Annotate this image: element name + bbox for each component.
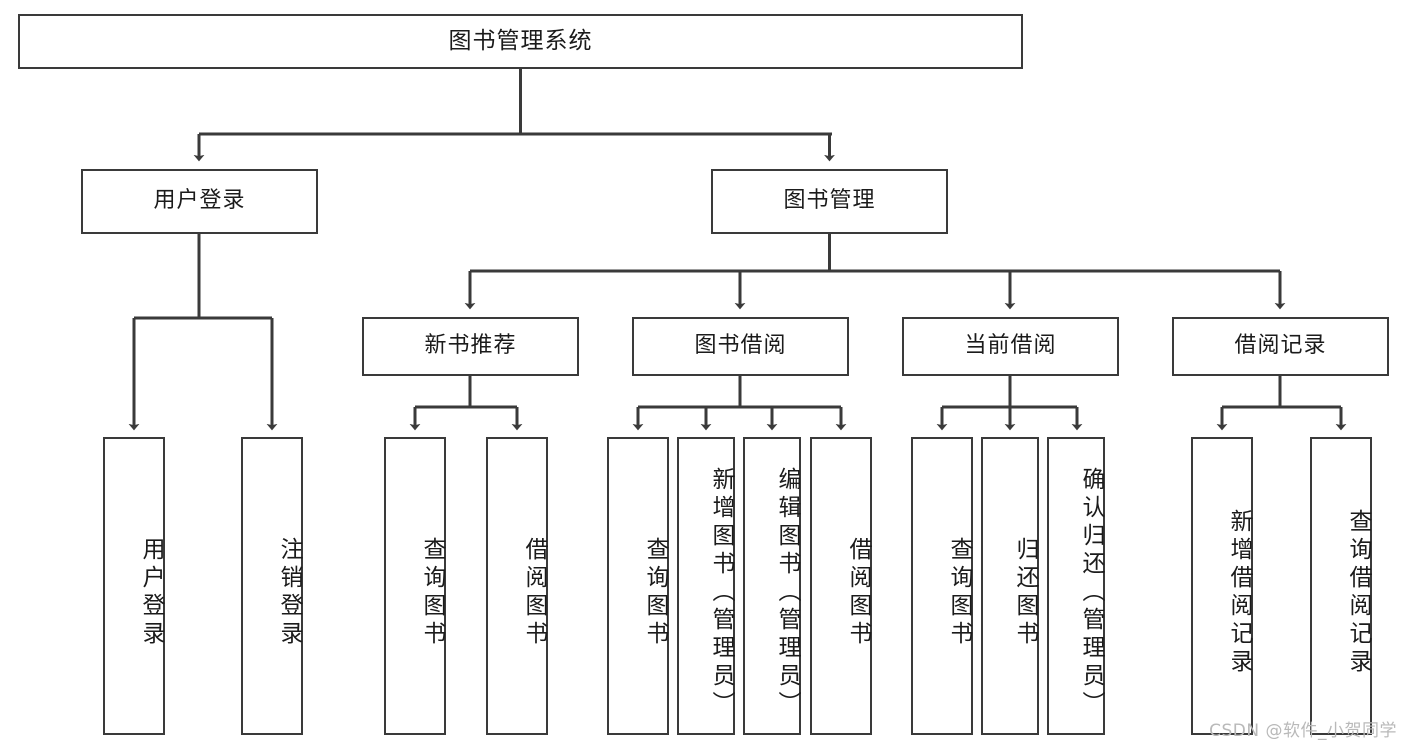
node-leaf-query-record-label: 查询借阅记录: [1345, 509, 1371, 677]
node-leaf-borrow-book-label: 借阅图书: [845, 537, 871, 649]
node-borrow-record-label: 借阅记录: [1234, 333, 1327, 359]
csdn-watermark: CSDN @软件_小贺同学: [1209, 721, 1397, 741]
node-leaf-edit-book-label: 编辑图书（管理员）: [774, 467, 800, 719]
node-leaf-query-book-borrow-label: 查询图书: [642, 537, 668, 649]
node-leaf-return-book[interactable]: 归还图书: [981, 437, 1039, 735]
node-leaf-borrow-book-rec[interactable]: 借阅图书: [486, 437, 548, 735]
node-leaf-query-book-borrow[interactable]: 查询图书: [607, 437, 669, 735]
node-leaf-add-book[interactable]: 新增图书（管理员）: [677, 437, 735, 735]
node-new-book-recommend-label: 新书推荐: [424, 333, 517, 359]
node-leaf-confirm-return-label: 确认归还（管理员）: [1078, 467, 1104, 719]
node-leaf-borrow-book-rec-label: 借阅图书: [521, 537, 547, 649]
node-root-label: 图书管理系统: [448, 27, 593, 54]
node-leaf-query-book-rec-label: 查询图书: [419, 537, 445, 649]
node-leaf-query-book-cur[interactable]: 查询图书: [911, 437, 973, 735]
node-leaf-add-record[interactable]: 新增借阅记录: [1191, 437, 1253, 735]
node-root[interactable]: 图书管理系统: [18, 14, 1023, 69]
node-leaf-query-book-rec[interactable]: 查询图书: [384, 437, 446, 735]
node-book-borrow[interactable]: 图书借阅: [632, 317, 849, 376]
node-book-borrow-label: 图书借阅: [694, 333, 787, 359]
node-leaf-user-login[interactable]: 用户登录: [103, 437, 165, 735]
node-leaf-edit-book[interactable]: 编辑图书（管理员）: [743, 437, 801, 735]
node-leaf-confirm-return[interactable]: 确认归还（管理员）: [1047, 437, 1105, 735]
node-borrow-record[interactable]: 借阅记录: [1172, 317, 1389, 376]
node-leaf-query-record[interactable]: 查询借阅记录: [1310, 437, 1372, 735]
node-current-borrow[interactable]: 当前借阅: [902, 317, 1119, 376]
node-book-manage-label: 图书管理: [783, 188, 876, 214]
node-new-book-recommend[interactable]: 新书推荐: [362, 317, 579, 376]
node-leaf-logout[interactable]: 注销登录: [241, 437, 303, 735]
node-leaf-add-book-label: 新增图书（管理员）: [708, 467, 734, 719]
node-leaf-return-book-label: 归还图书: [1012, 537, 1038, 649]
node-user-login-label: 用户登录: [153, 188, 246, 214]
node-leaf-add-record-label: 新增借阅记录: [1226, 509, 1252, 677]
node-leaf-borrow-book[interactable]: 借阅图书: [810, 437, 872, 735]
node-leaf-query-book-cur-label: 查询图书: [946, 537, 972, 649]
node-book-manage[interactable]: 图书管理: [711, 169, 948, 234]
node-current-borrow-label: 当前借阅: [964, 333, 1057, 359]
node-leaf-logout-label: 注销登录: [276, 537, 302, 649]
node-user-login[interactable]: 用户登录: [81, 169, 318, 234]
node-leaf-user-login-label: 用户登录: [138, 537, 164, 649]
